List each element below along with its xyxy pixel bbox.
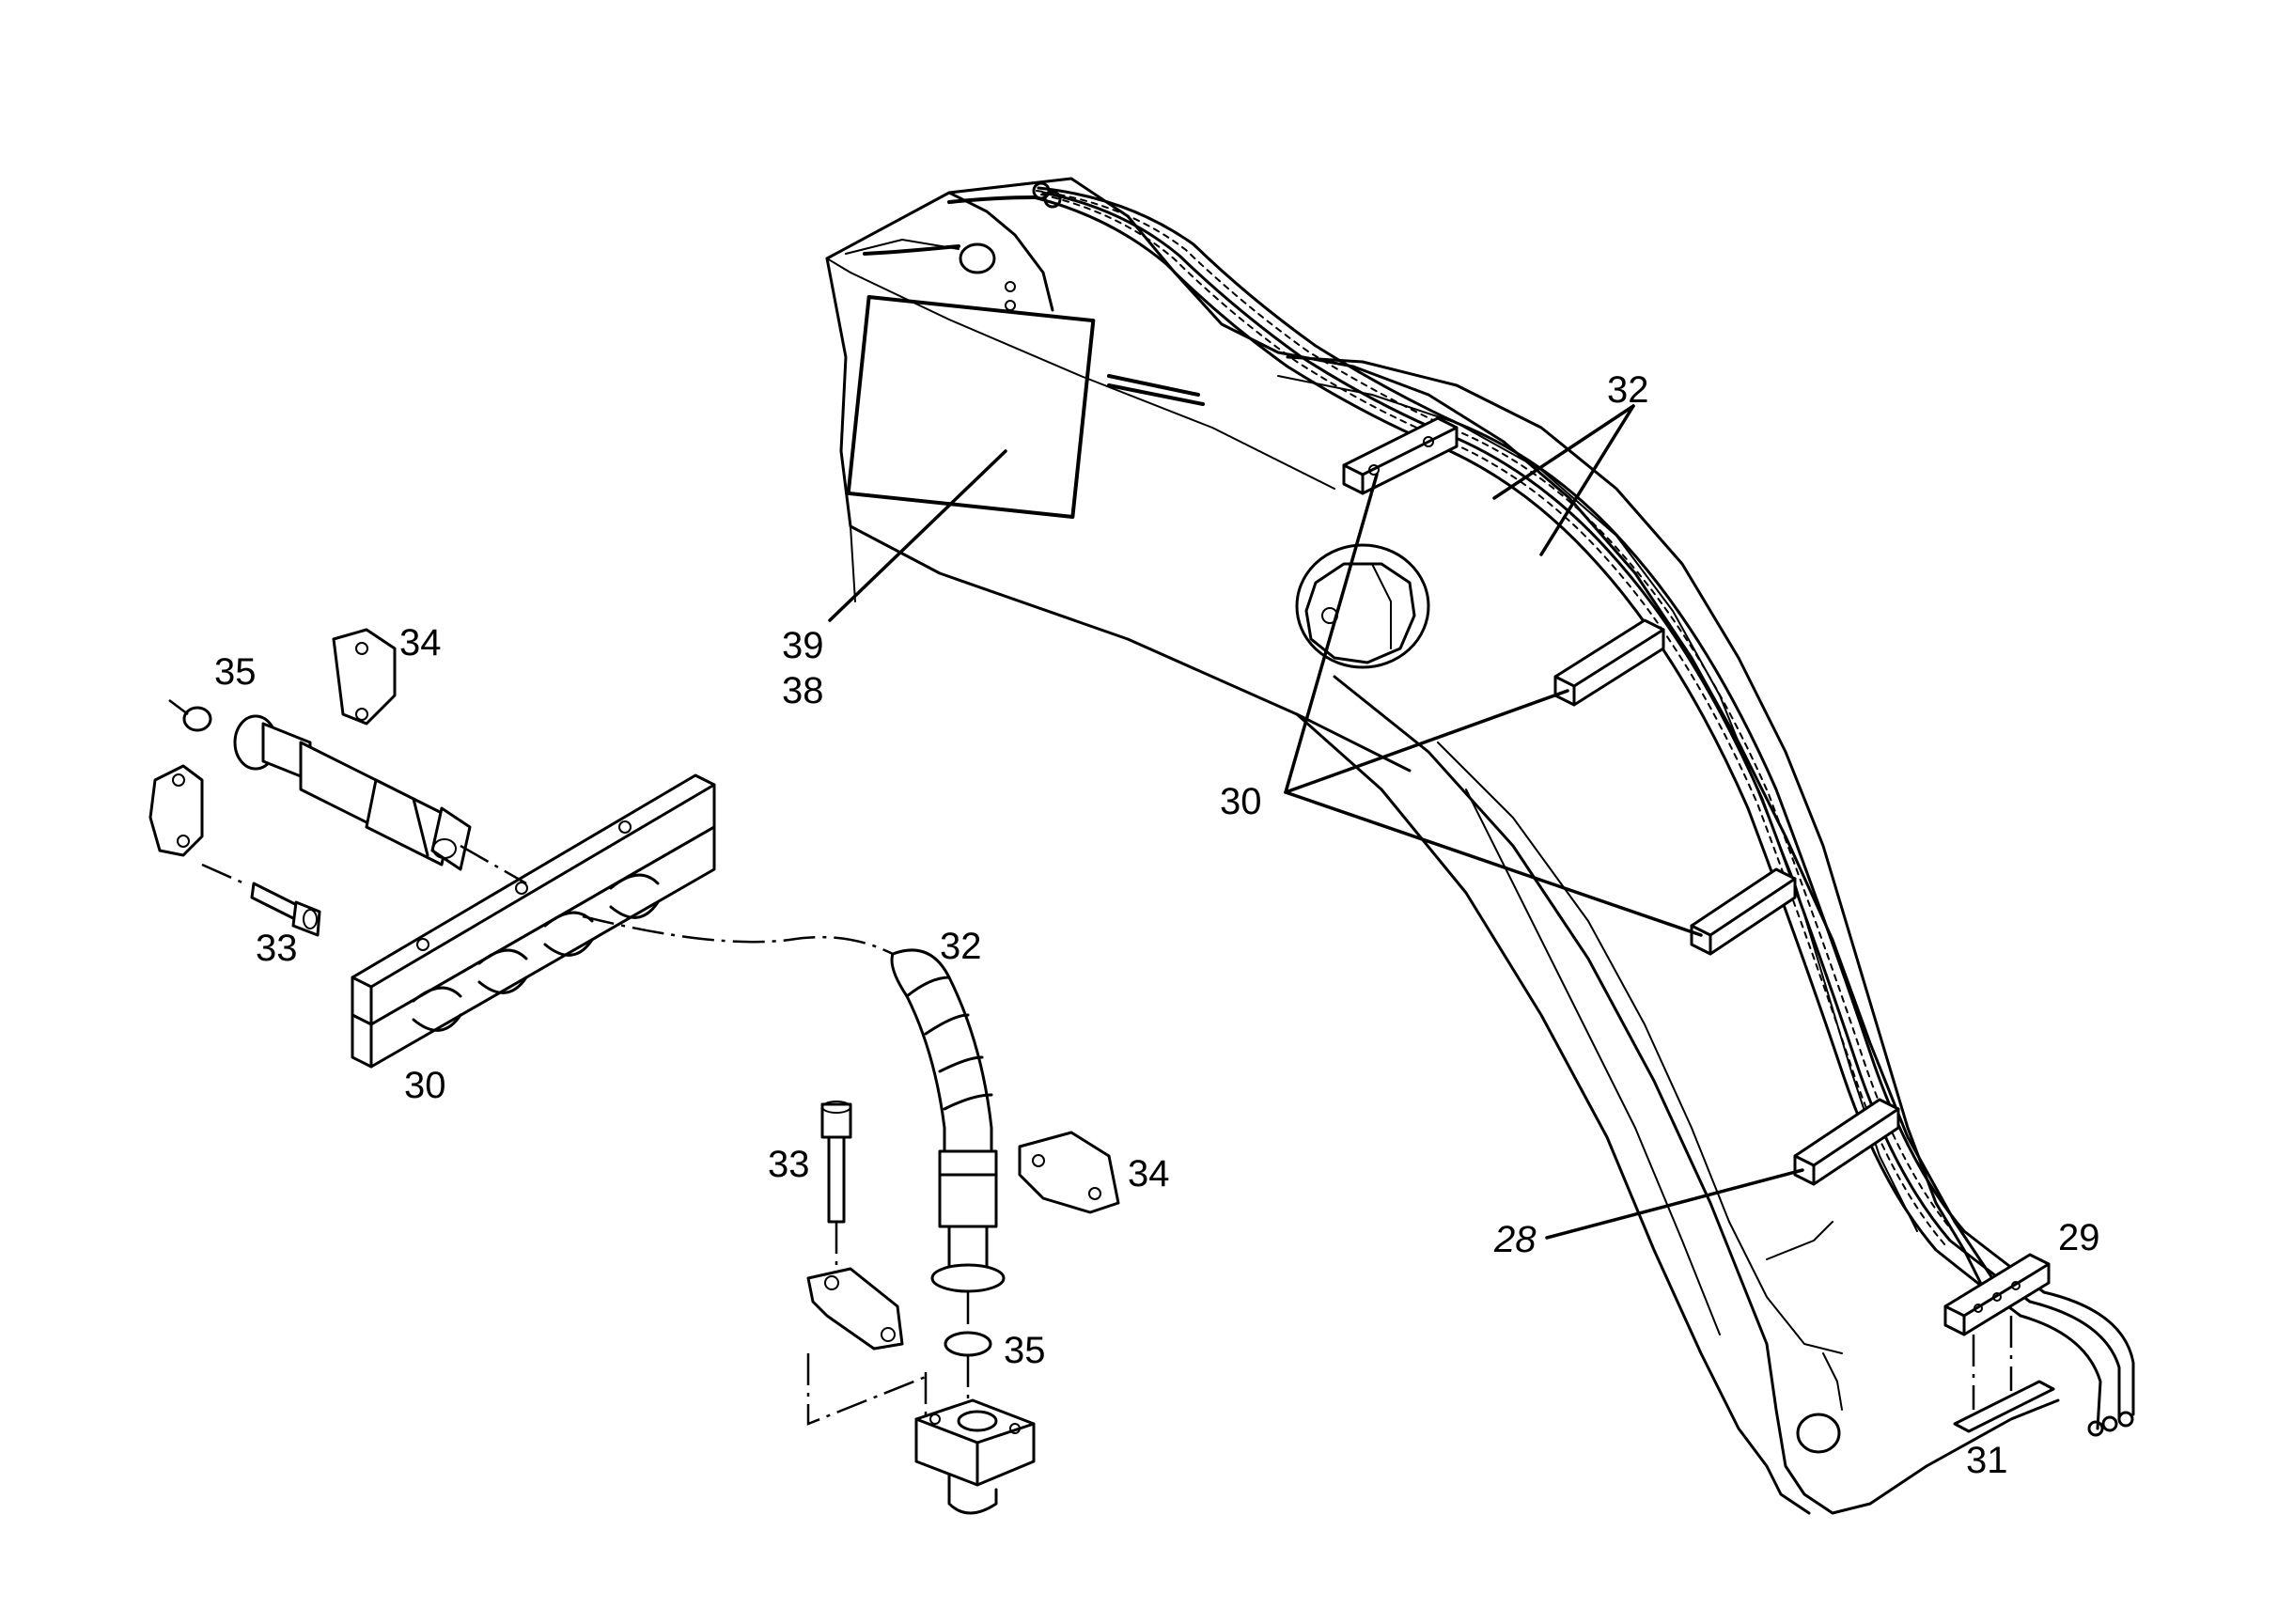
boom-clamp-3 bbox=[1690, 867, 1797, 956]
bottom-hose-32 bbox=[890, 948, 1006, 1293]
boom-clamp-28 bbox=[1793, 1098, 1900, 1186]
callout-30-bar: 30 bbox=[404, 1065, 446, 1106]
callout-38: 38 bbox=[782, 670, 824, 711]
o-ring-35-left bbox=[182, 706, 212, 732]
callout-29: 29 bbox=[2058, 1217, 2100, 1258]
callout-32-hose: 32 bbox=[940, 926, 982, 967]
callout-30-boom: 30 bbox=[1220, 781, 1262, 822]
weld-plate-31 bbox=[1953, 1316, 2055, 1433]
boom-clamp-1 bbox=[1342, 416, 1459, 495]
decal-plate bbox=[846, 295, 1096, 519]
callout-34-bottom: 34 bbox=[1128, 1153, 1170, 1195]
callout-35-bottom: 35 bbox=[1004, 1330, 1046, 1371]
callout-32-top: 32 bbox=[1607, 369, 1649, 411]
o-ring-35-bottom bbox=[944, 1331, 992, 1357]
boom-clamp-29 bbox=[1943, 1253, 2051, 1336]
bottom-fitting-hardware bbox=[806, 1101, 1120, 1515]
callout-33-bottom: 33 bbox=[768, 1144, 810, 1185]
split-flange-left-lower bbox=[148, 764, 204, 857]
callout-33-left: 33 bbox=[256, 928, 298, 969]
callout-34-left: 34 bbox=[399, 622, 442, 664]
leader-lines bbox=[828, 404, 1804, 1240]
left-hose-fitting bbox=[148, 628, 527, 937]
callout-39: 39 bbox=[782, 625, 824, 666]
split-flange-34-bottom bbox=[1018, 1131, 1120, 1214]
split-flange-34-left bbox=[332, 628, 397, 726]
clamp-bar-30 bbox=[351, 773, 716, 1069]
callout-35-left: 35 bbox=[214, 651, 257, 693]
hose-path-dash bbox=[582, 914, 894, 956]
callout-28: 28 bbox=[1493, 1219, 1537, 1260]
boom-clamp-2 bbox=[1553, 618, 1665, 707]
callout-31: 31 bbox=[1966, 1440, 2008, 1481]
boom-arm bbox=[825, 177, 2060, 1515]
hose-bundle-on-boom bbox=[1032, 181, 2135, 1437]
bolt-33-bottom bbox=[820, 1102, 852, 1139]
